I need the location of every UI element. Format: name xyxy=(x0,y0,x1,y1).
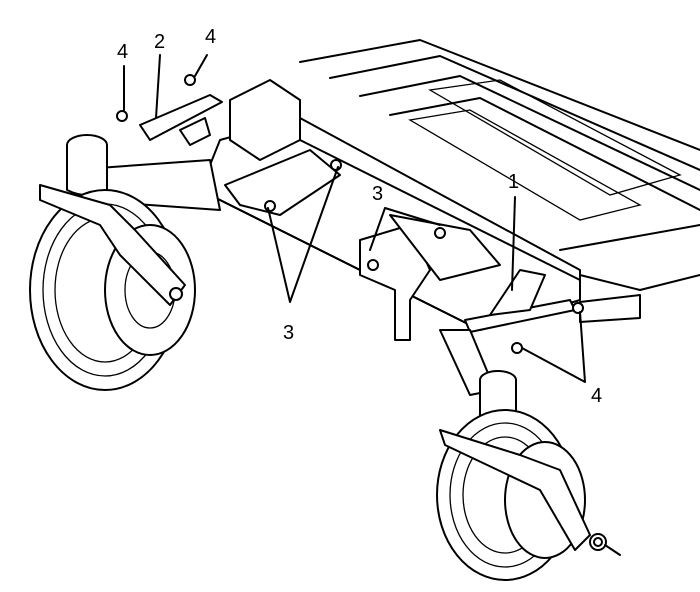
callout-4-right: 4 xyxy=(591,385,603,407)
deck-frame xyxy=(299,39,700,323)
callout-1: 1 xyxy=(508,171,520,193)
left-caster xyxy=(29,134,221,391)
callout-2: 2 xyxy=(154,31,166,53)
callout-3-center: 3 xyxy=(372,183,384,205)
callout-3-bottom: 3 xyxy=(283,322,295,344)
right-caster xyxy=(436,329,621,581)
bracket-1 xyxy=(464,269,584,354)
callout-4-top-left: 4 xyxy=(117,41,129,63)
callout-4-top: 4 xyxy=(205,26,217,48)
bracket-2 xyxy=(116,74,223,146)
leader-lines xyxy=(123,54,586,383)
center-bracket xyxy=(224,149,501,341)
